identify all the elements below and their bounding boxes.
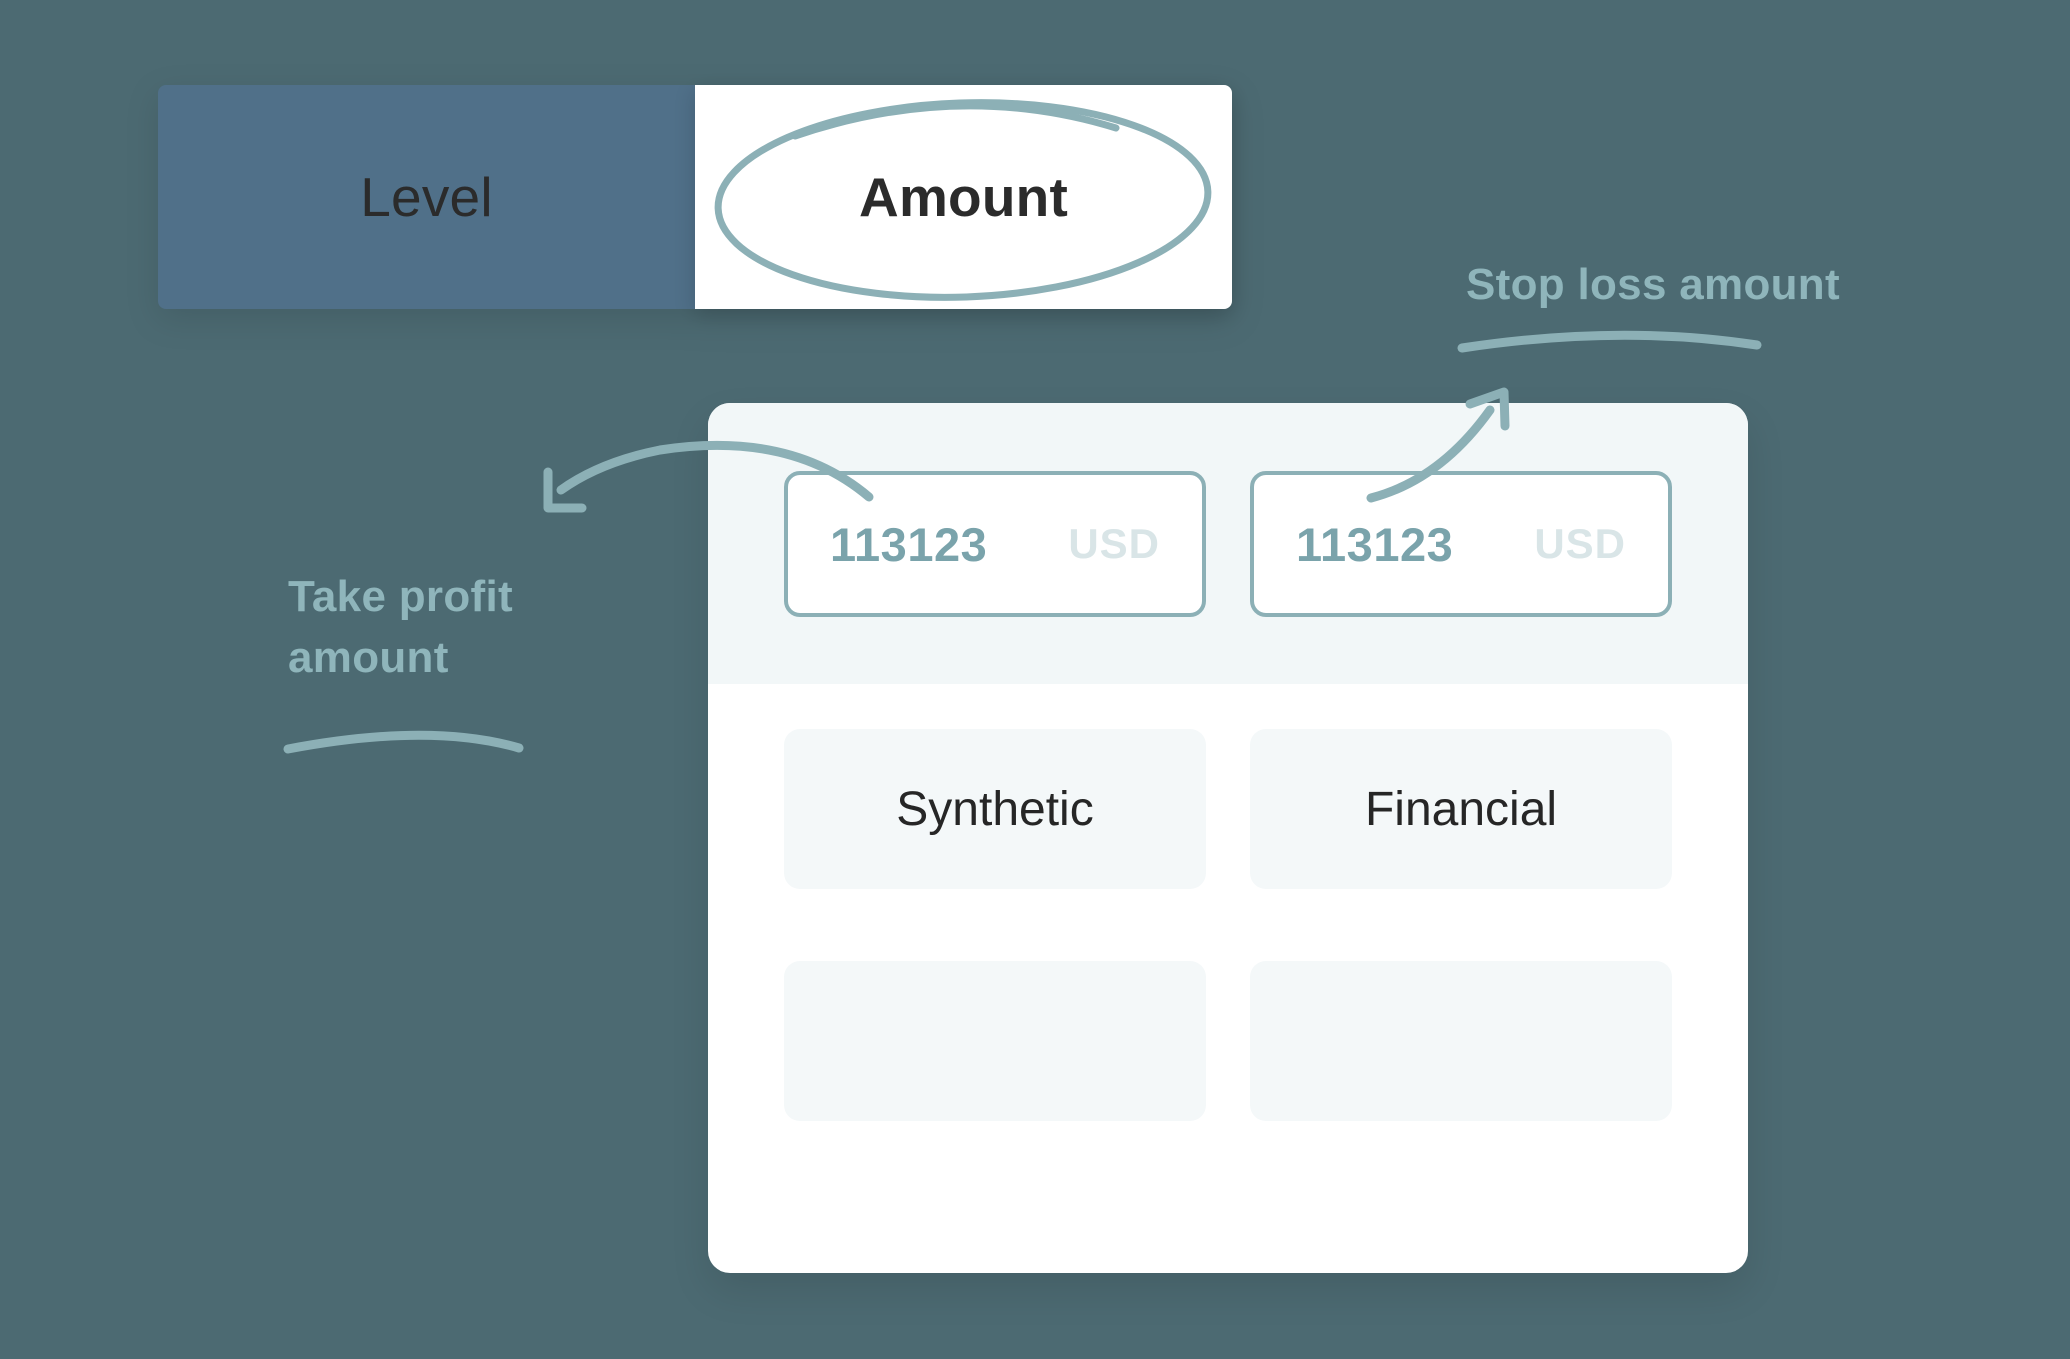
trade-settings-card: 113123 USD 113123 USD Synthetic Financia… [708,403,1748,1273]
market-placeholder-right[interactable] [1250,961,1672,1121]
amount-field-take-profit-value: 113123 [830,517,988,571]
tab-amount-label: Amount [859,166,1068,228]
amount-field-stop-loss-currency: USD [1534,520,1626,567]
market-category-row: Synthetic Financial [784,729,1672,889]
annotation-take-profit-label: Take profit amount [288,567,618,688]
annotation-take-profit-line1: Take profit [288,572,513,621]
market-button-financial[interactable]: Financial [1250,729,1672,889]
annotation-take-profit-line2: amount [288,632,449,682]
row-spacer [784,889,1672,961]
market-button-synthetic[interactable]: Synthetic [784,729,1206,889]
market-placeholder-left[interactable] [784,961,1206,1121]
amount-field-take-profit-currency: USD [1068,520,1160,567]
amount-field-stop-loss-value: 113123 [1296,517,1454,571]
market-placeholder-row [784,961,1672,1121]
amount-field-take-profit[interactable]: 113123 USD [784,471,1206,617]
tab-amount[interactable]: Amount [695,85,1232,309]
amount-fields-row: 113123 USD 113123 USD [784,471,1672,617]
arrow-take-profit-head [543,467,587,513]
annotation-stop-loss-label: Stop loss amount [1466,260,1840,309]
tab-level[interactable]: Level [158,85,695,309]
tab-level-label: Level [360,166,493,228]
card-market-section: Synthetic Financial [708,684,1748,1121]
amount-field-stop-loss[interactable]: 113123 USD [1250,471,1672,617]
underline-take-profit [283,730,524,754]
underline-stop-loss [1457,330,1762,353]
tab-switcher: Level Amount [158,85,1232,309]
card-amount-section: 113123 USD 113123 USD [708,403,1748,684]
